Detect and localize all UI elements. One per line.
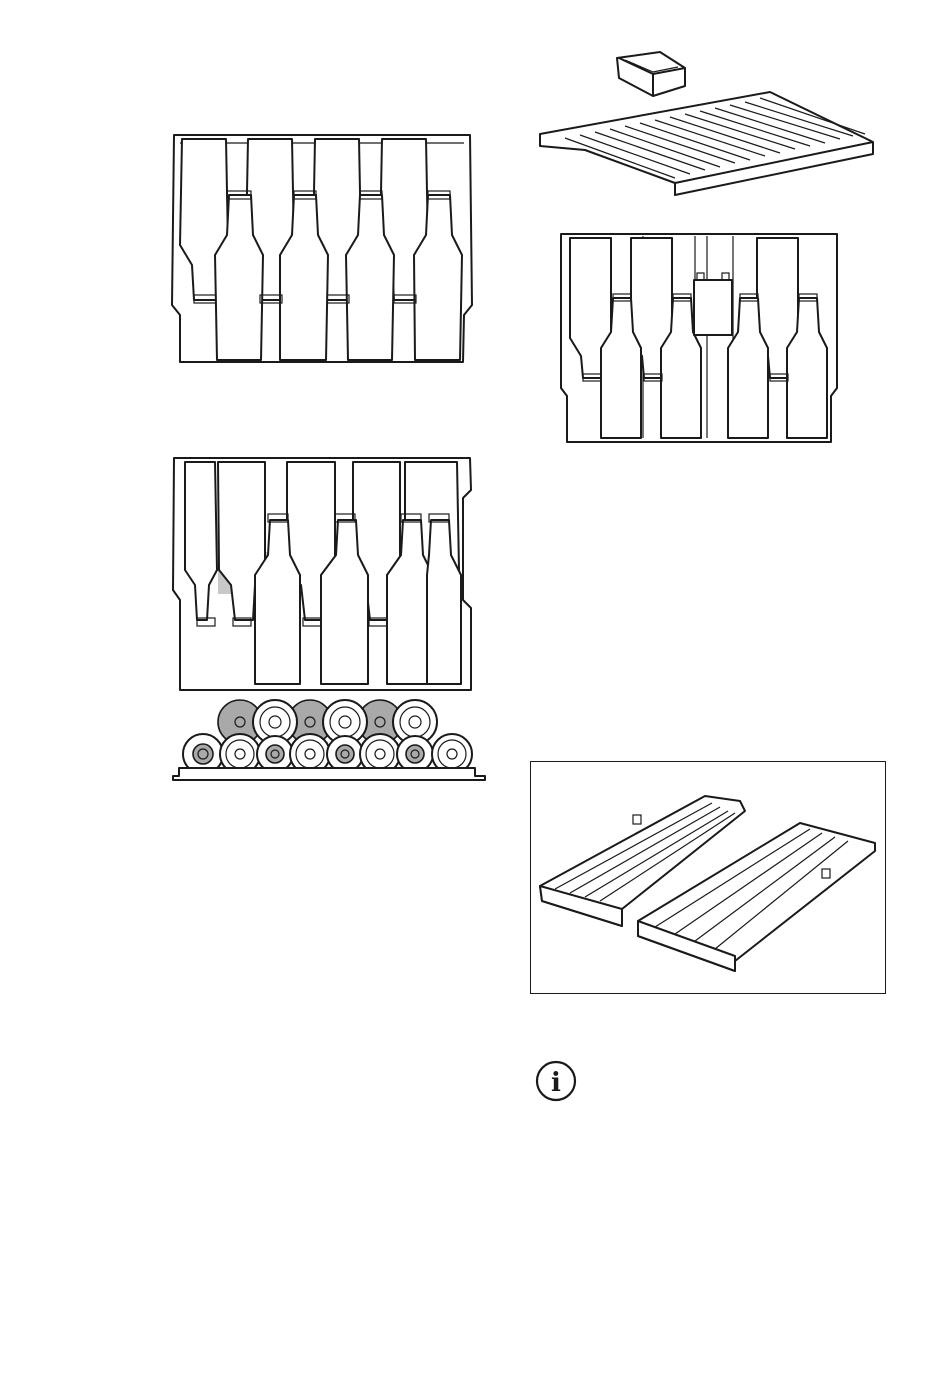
shelf-with-box-figure bbox=[535, 50, 880, 200]
storage-box bbox=[694, 280, 732, 335]
tray-drawing bbox=[530, 761, 886, 994]
bottle-rack-top-left-figure bbox=[160, 125, 485, 370]
shelf-drawing bbox=[535, 50, 880, 200]
bottle-rack-mixed-figure bbox=[165, 450, 495, 795]
shelf-edge bbox=[173, 768, 485, 780]
tray-shelf-figure bbox=[530, 761, 886, 994]
bottle-rack-box-drawing bbox=[555, 228, 845, 448]
storage-box bbox=[617, 52, 685, 96]
bottle-rack-mixed-drawing bbox=[165, 450, 495, 795]
bottle-rack-drawing bbox=[160, 125, 485, 370]
bottle-rack-with-box-figure bbox=[555, 228, 845, 448]
stacked-bottle-ends bbox=[183, 700, 472, 774]
info-glyph: i bbox=[551, 1068, 561, 1098]
info-icon: i bbox=[535, 1060, 577, 1102]
